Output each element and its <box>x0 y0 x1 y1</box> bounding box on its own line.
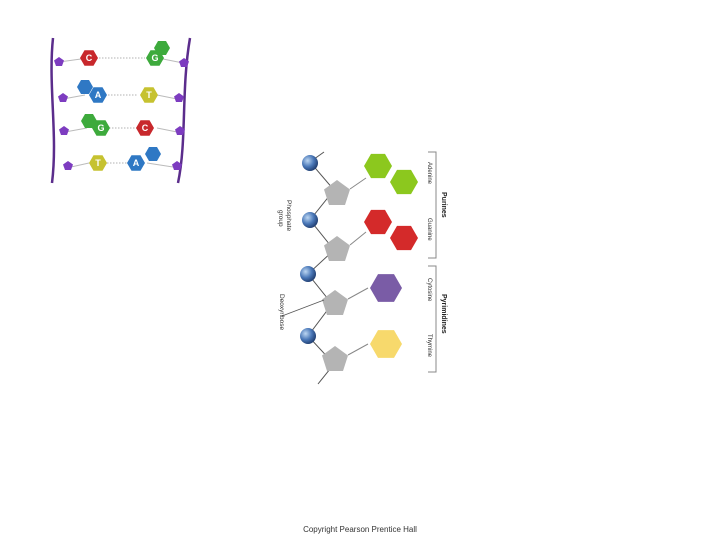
purines-bracket <box>428 151 437 259</box>
sugar-pentagon <box>63 161 73 170</box>
base-pair-2: A T <box>58 80 184 103</box>
base-hexagon-g <box>146 50 164 66</box>
phosphate-group-label-line2: group <box>277 210 284 227</box>
base-hexagon-t <box>89 155 107 171</box>
phosphate-sphere <box>302 155 318 171</box>
sugar-pentagon <box>59 126 69 135</box>
sugar-pentagon <box>175 126 185 135</box>
base-letter: C <box>86 53 93 63</box>
adenine-label: Adenine <box>426 162 432 185</box>
base-letter: G <box>97 123 104 133</box>
base-hexagon-t <box>140 87 158 103</box>
pyrimidines-bracket <box>428 265 437 373</box>
phosphate-sphere <box>302 212 318 228</box>
base-hexagon-a <box>77 80 93 94</box>
cytosine-ring <box>370 274 402 302</box>
deoxyribose-pentagon <box>324 236 350 261</box>
nucleotide-diagram: Purines Pyrimidines Adenine Guanine Cyto… <box>277 151 447 385</box>
base-pair-4: T A <box>63 147 182 171</box>
phosphate-sphere <box>300 328 316 344</box>
sugar-pentagon <box>179 58 189 67</box>
base-hexagon-c <box>80 50 98 66</box>
base-letter: T <box>146 90 152 100</box>
adenine-ring <box>390 169 418 195</box>
guanine-ring <box>364 209 392 235</box>
base-letter: T <box>95 158 101 168</box>
base-hexagon-a <box>127 155 145 171</box>
base-pair-3: G C <box>59 114 185 136</box>
deoxyribose-pointer <box>281 299 325 317</box>
guanine-ring <box>390 225 418 251</box>
base-hexagon-g <box>92 120 110 136</box>
thymine-label: Thymine <box>426 334 432 358</box>
cytosine-label: Cytosine <box>426 278 432 302</box>
deoxyribose-label: Deoxyribose <box>278 294 285 331</box>
base-letter: G <box>151 53 158 63</box>
pyrimidines-label: Pyrimidines <box>440 294 447 334</box>
deoxyribose-pentagon <box>324 180 350 205</box>
sugar-pentagon <box>172 161 182 170</box>
phosphate-group-label-line1: Phosphate <box>285 200 292 231</box>
base-hexagon-a <box>145 147 161 161</box>
left-backbone-strand <box>50 37 56 184</box>
base-letter: C <box>142 123 149 133</box>
sugar-pentagon <box>58 93 68 102</box>
purines-label: Purines <box>440 192 447 218</box>
backbone-line <box>307 151 335 385</box>
sugar-pentagon <box>174 93 184 102</box>
deoxyribose-pentagon <box>322 346 348 371</box>
base-hexagon-a <box>89 87 107 103</box>
sugar-pentagon <box>54 57 64 66</box>
base-hexagon-g <box>81 114 97 128</box>
adenine-ring <box>364 153 392 179</box>
copyright-footer: Copyright Pearson Prentice Hall <box>303 525 417 534</box>
base-hexagon-c <box>136 120 154 136</box>
dna-ladder-diagram: C G A T G C T <box>50 37 192 184</box>
thymine-ring <box>370 330 402 358</box>
deoxyribose-pentagon <box>322 290 348 315</box>
phosphate-sphere <box>300 266 316 282</box>
guanine-label: Guanine <box>426 218 432 241</box>
base-letter: A <box>133 158 140 168</box>
base-pair-1: C G <box>54 41 189 67</box>
base-letter: A <box>95 90 102 100</box>
